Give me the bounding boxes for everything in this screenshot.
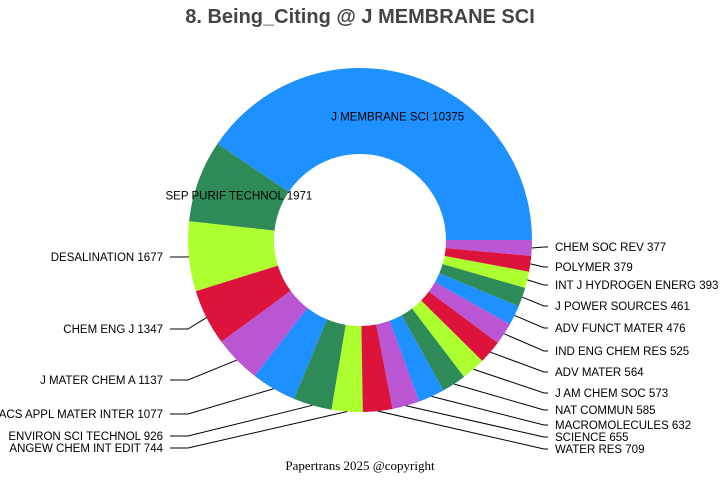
chart-title: 8. Being_Citing @ J MEMBRANE SCI	[185, 6, 535, 28]
slice-label-19: CHEM SOC REV 377	[555, 242, 666, 254]
leader-line-11	[453, 383, 548, 411]
slice-label-2: DESALINATION 1677	[51, 252, 163, 264]
slice-13	[421, 291, 498, 361]
slice-16	[439, 263, 526, 307]
slice-label-6: ENVIRON SCI TECHNOL 926	[8, 431, 163, 443]
slice-label-8: WATER RES 709	[555, 444, 644, 456]
slice-17	[442, 255, 530, 288]
leader-line-4	[170, 359, 238, 381]
slices	[188, 67, 533, 412]
slice-label-1: SEP PURIF TECHNOL 1971	[165, 191, 312, 203]
slice-label-17: INT J HYDROGEN ENERG 393	[555, 280, 718, 292]
slice-15	[434, 273, 519, 325]
slice-2	[188, 221, 278, 292]
slice-label-4: J MATER CHEM A 1137	[40, 375, 163, 387]
slice-label-11: NAT COMMUN 585	[555, 405, 656, 417]
slice-label-15: ADV FUNCT MATER 476	[555, 323, 686, 335]
leader-line-14	[503, 333, 548, 352]
slice-12	[412, 300, 483, 377]
leader-line-19	[531, 246, 548, 249]
leader-line-7	[170, 411, 348, 449]
slice-label-9: SCIENCE 655	[555, 432, 629, 444]
slice-label-13: ADV MATER 564	[555, 367, 644, 379]
slice-8	[361, 324, 393, 412]
leader-line-16	[522, 296, 548, 307]
leader-line-5	[170, 388, 274, 415]
slice-19	[445, 240, 532, 256]
slice-0	[217, 67, 533, 240]
slice-3	[195, 265, 291, 342]
slice-6	[294, 319, 346, 410]
slice-9	[376, 320, 420, 409]
slice-10	[389, 315, 444, 402]
slice-4	[221, 290, 308, 377]
leader-line-12	[473, 368, 548, 394]
slice-label-5: ACS APPL MATER INTER 1077	[0, 409, 163, 421]
leader-line-18	[530, 263, 548, 268]
slice-label-10: MACROMOLECULES 632	[555, 420, 691, 432]
slice-7	[331, 324, 363, 412]
leader-line-10	[431, 395, 548, 426]
leader-line-8	[377, 410, 548, 450]
leader-line-13	[490, 351, 548, 373]
slice-label-16: J POWER SOURCES 461	[555, 301, 690, 313]
leader-line-17	[527, 279, 548, 286]
leader-line-6	[170, 404, 313, 437]
slice-1	[189, 143, 289, 231]
copyright-footer: Papertrans 2025 @copyright	[285, 458, 435, 473]
slice-18	[444, 247, 532, 272]
slice-label-0: J MEMBRANE SCI 10375	[331, 112, 464, 124]
slice-11	[401, 308, 465, 391]
slice-label-18: POLYMER 379	[555, 262, 633, 274]
leader-line-3	[170, 317, 207, 330]
slice-label-7: ANGEW CHEM INT EDIT 744	[9, 443, 163, 455]
leader-line-15	[514, 314, 548, 329]
leader-line-9	[405, 405, 548, 438]
slice-5	[254, 308, 328, 399]
slice-label-14: IND ENG CHEM RES 525	[555, 346, 689, 358]
slice-label-3: CHEM ENG J 1347	[63, 324, 163, 336]
slice-label-12: J AM CHEM SOC 573	[555, 388, 668, 400]
slice-14	[428, 282, 510, 343]
